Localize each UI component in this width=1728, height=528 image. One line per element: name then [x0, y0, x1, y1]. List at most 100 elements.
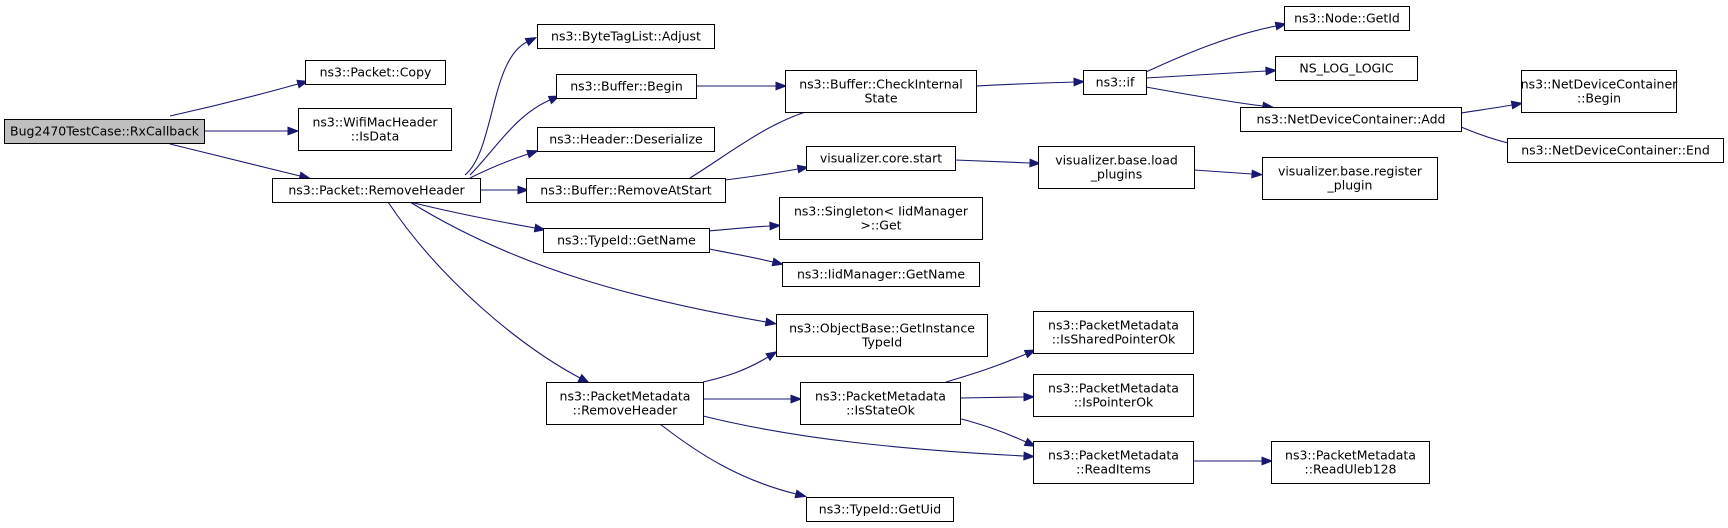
edge-arrowhead [775, 81, 788, 91]
edge-isstateok-to-isshared [945, 349, 1037, 383]
node-label: ns3::TypeId::GetUid [819, 502, 941, 517]
node-label: ns3::PacketMetadata [1048, 318, 1179, 333]
node-copy[interactable]: ns3::Packet::Copy [305, 60, 446, 85]
node-ndcbegin[interactable]: ns3::NetDeviceContainer::Begin [1521, 70, 1678, 113]
node-isshared[interactable]: ns3::PacketMetadata::IsSharedPointerOk [1033, 311, 1194, 354]
node-label: _plugins [1090, 167, 1142, 182]
node-vbload[interactable]: visualizer.base.load_plugins [1038, 146, 1195, 189]
edge-line [954, 159, 1031, 164]
edge-arrowhead [1023, 349, 1037, 359]
edge-line [702, 356, 769, 383]
edge-pmremhdr-to-objbase [702, 351, 778, 383]
node-adjust[interactable]: ns3::ByteTagList::Adjust [537, 24, 715, 49]
node-label: ::Begin [1577, 91, 1621, 106]
edge-arrowhead [1023, 451, 1036, 461]
node-begin[interactable]: ns3::Buffer::Begin [556, 74, 697, 99]
node-singleton[interactable]: ns3::Singleton< IidManager>::Get [779, 197, 983, 240]
edge-rx-to-remhdr [169, 143, 312, 181]
node-getuid[interactable]: ns3::TypeId::GetUid [806, 497, 954, 522]
edge-remhdr-to-objbase [409, 201, 778, 327]
edge-tgetname-to-singleton [708, 221, 782, 232]
edge-arrowhead [1261, 456, 1274, 466]
node-vbreg[interactable]: visualizer.base.register_plugin [1262, 157, 1438, 200]
edge-line [945, 353, 1027, 383]
edge-vbload-to-vbreg [1193, 169, 1264, 179]
node-nslog[interactable]: NS_LOG_LOGIC [1275, 56, 1418, 81]
node-ndcadd[interactable]: ns3::NetDeviceContainer::Add [1240, 107, 1462, 132]
node-label: State [864, 91, 897, 106]
edge-arrowhead [1510, 100, 1524, 110]
node-box [785, 70, 977, 113]
edge-line [469, 153, 529, 179]
node-pmremhdr[interactable]: ns3::PacketMetadata::RemoveHeader [546, 382, 704, 425]
node-readitems[interactable]: ns3::PacketMetadata::ReadItems [1033, 441, 1194, 484]
edge-arrowhead [771, 257, 785, 267]
node-box [806, 146, 956, 171]
node-vcstart[interactable]: visualizer.core.start [806, 146, 956, 171]
node-box [1275, 56, 1418, 81]
edge-line [1145, 25, 1277, 73]
node-label: ns3::if [1096, 75, 1135, 90]
node-isptr[interactable]: ns3::PacketMetadata::IsPointerOk [1033, 374, 1194, 417]
node-iidgetname[interactable]: ns3::IidManager::GetName [782, 262, 980, 287]
node-box [779, 197, 983, 240]
edge-line [169, 143, 301, 177]
node-label: ::ReadUleb128 [1305, 462, 1397, 477]
node-tgetname[interactable]: ns3::TypeId::GetName [543, 228, 710, 253]
node-box [1521, 70, 1677, 113]
edge-line [1145, 86, 1264, 107]
node-remstart[interactable]: ns3::Buffer::RemoveAtStart [526, 178, 726, 203]
edge-arrowhead [796, 164, 810, 174]
node-box [800, 382, 961, 425]
node-label: ns3::Header::Deserialize [549, 132, 703, 147]
node-label: ns3::PacketMetadata [1048, 381, 1179, 396]
edge-arrowhead [1073, 77, 1086, 87]
edge-arrowhead [526, 149, 539, 159]
edge-line [708, 225, 771, 232]
node-nsif[interactable]: ns3::if [1083, 70, 1147, 95]
node-isdata[interactable]: ns3::WifiMacHeader::IsData [298, 108, 452, 151]
node-label: visualizer.base.register [1278, 164, 1423, 179]
node-label: ns3::NetDeviceContainer [1521, 77, 1678, 92]
call-nodes: Bug2470TestCase::RxCallbackns3::Packet::… [4, 6, 1724, 522]
edge-line [708, 248, 774, 263]
node-ndcend[interactable]: ns3::NetDeviceContainer::End [1507, 138, 1724, 163]
node-label: ns3::PacketMetadata [560, 389, 691, 404]
node-readuleb[interactable]: ns3::PacketMetadata::ReadUleb128 [1271, 441, 1430, 484]
node-box [1284, 6, 1410, 31]
node-remhdr[interactable]: ns3::Packet::RemoveHeader [272, 178, 481, 203]
node-rx[interactable]: Bug2470TestCase::RxCallback [4, 119, 205, 144]
edge-arrowhead [1023, 437, 1037, 447]
edge-line [464, 41, 528, 176]
edge-nsif-to-ndcadd [1145, 86, 1275, 111]
call-edges [169, 21, 1524, 499]
node-isstateok[interactable]: ns3::PacketMetadata::IsStateOk [800, 382, 961, 425]
node-label: ::IsData [351, 129, 399, 144]
edge-nsif-to-nslog [1145, 66, 1278, 79]
edge-remhdr-to-pmremhdr [387, 201, 591, 384]
node-deser[interactable]: ns3::Header::Deserialize [537, 127, 715, 152]
edge-line [702, 415, 1025, 457]
node-box [1507, 138, 1724, 163]
node-box [1240, 107, 1462, 132]
edge-pmremhdr-to-getuid [659, 423, 808, 499]
edge-remstart-to-vcstart [724, 164, 810, 181]
node-label: ns3::Node::GetId [1294, 11, 1400, 26]
node-getid[interactable]: ns3::Node::GetId [1284, 6, 1410, 31]
edge-pmremhdr-to-readitems [702, 415, 1036, 461]
node-label: ns3::Packet::RemoveHeader [288, 183, 465, 198]
node-label: ns3::PacketMetadata [1048, 448, 1179, 463]
node-label: ns3::Buffer::CheckInternal [799, 77, 963, 92]
edge-tgetname-to-iidgetname [708, 248, 785, 267]
edge-arrowhead [533, 223, 547, 233]
edge-begin-to-checkint [696, 81, 788, 91]
node-label: ns3::PacketMetadata [1285, 448, 1416, 463]
node-box [1033, 311, 1194, 354]
edge-arrowhead [764, 317, 778, 327]
node-box [1083, 70, 1147, 95]
node-box [298, 108, 452, 151]
edge-line [957, 417, 1027, 443]
edge-arrowhead [794, 489, 808, 499]
